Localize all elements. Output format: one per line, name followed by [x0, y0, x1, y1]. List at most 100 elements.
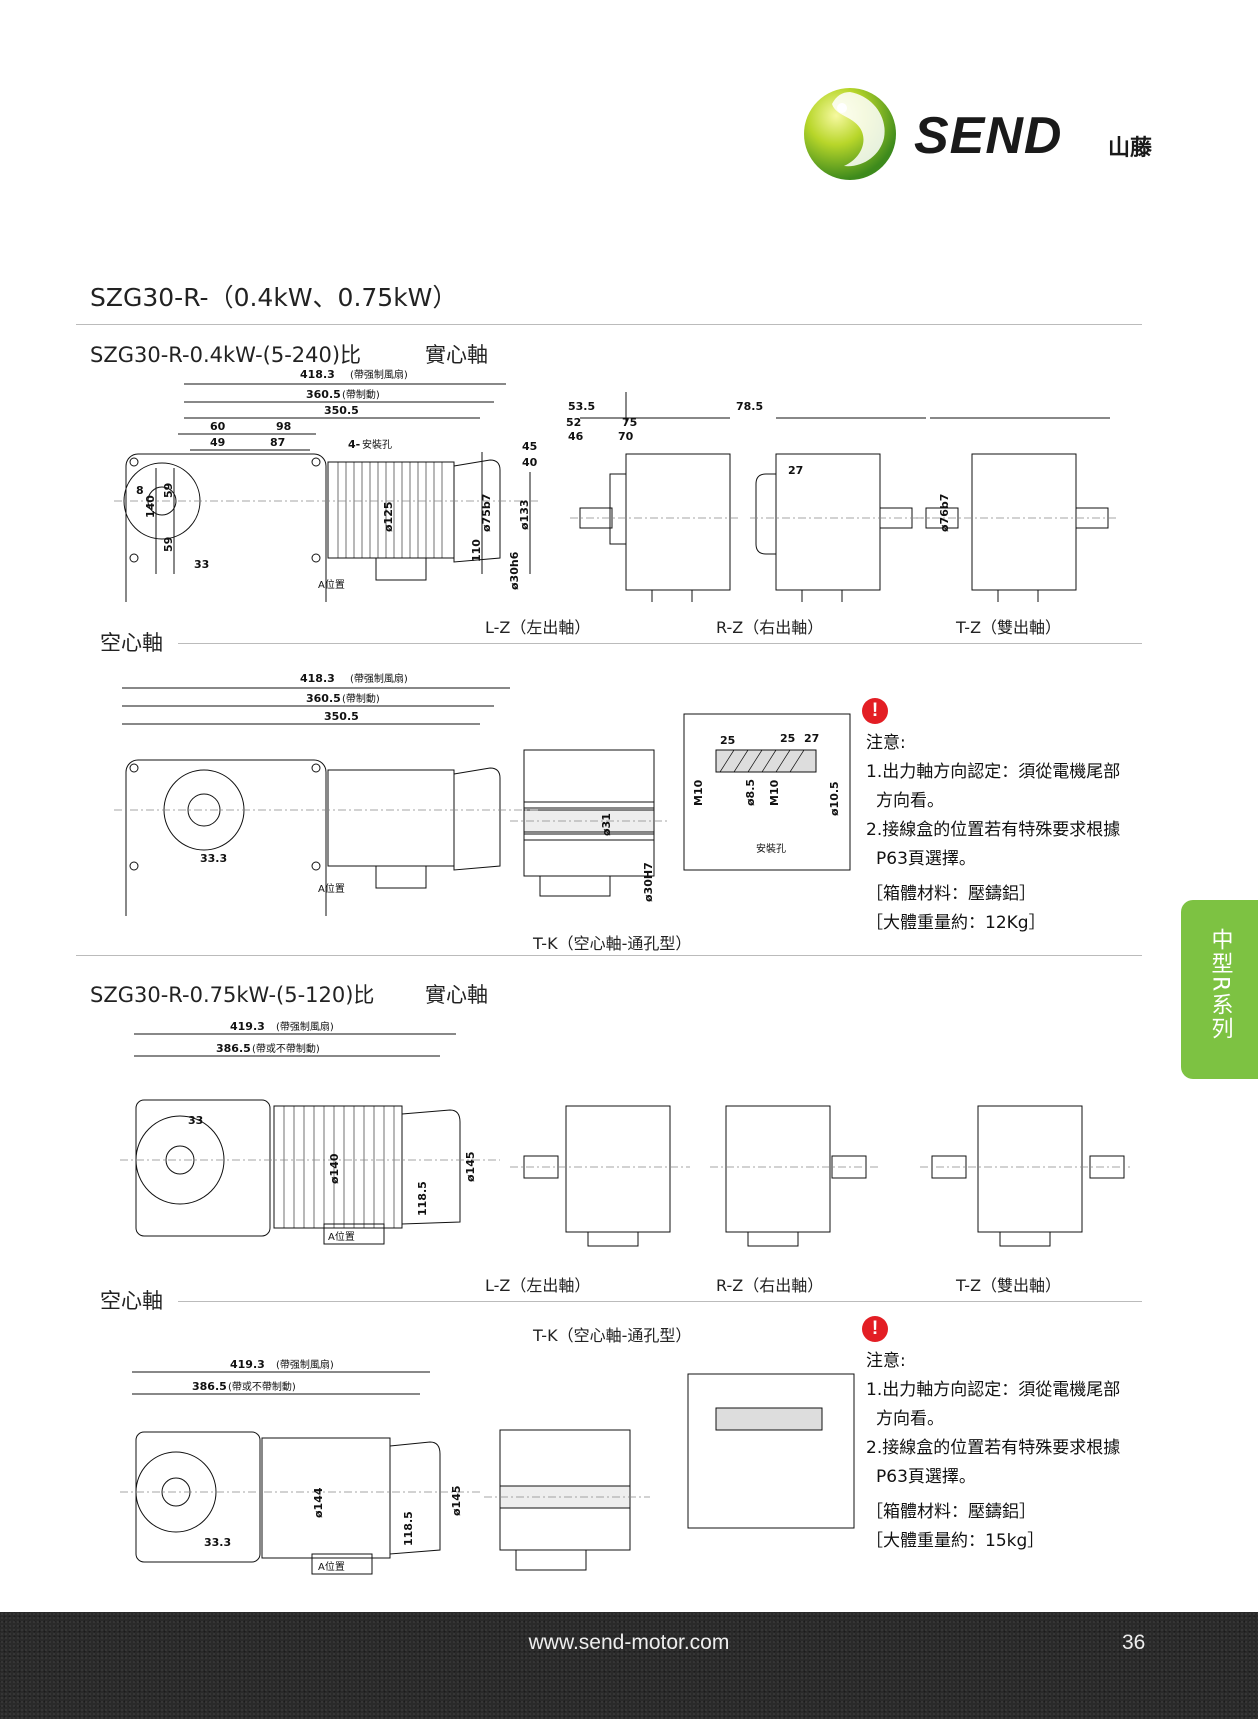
footer-url[interactable]: www.send-motor.com [528, 1631, 730, 1654]
section1-title: SZG30-R-0.4kW-(5-240)比 [90, 343, 362, 367]
h2-dim-total-brake: 386.5 [192, 1380, 227, 1393]
hole-dim-27: 27 [804, 732, 819, 745]
tz-gearbox [971, 453, 1077, 591]
hole-detail-label: 安裝孔 [756, 842, 786, 855]
note-title: 注意: [866, 733, 906, 753]
lz2-gearbox [565, 1105, 671, 1233]
m2-dim-33: 33 [188, 1114, 203, 1127]
m2-dim-total-fan: 419.3 [230, 1020, 265, 1033]
dim-holes: 4- [348, 438, 360, 451]
section1-solid-label: 實心軸 [425, 343, 488, 367]
hole-dim-25a: 25 [720, 734, 735, 747]
hole-dim-m10b: M10 [768, 779, 781, 806]
h2-dim-total-brake-note: (帶或不帶制動) [228, 1380, 296, 1393]
hollow-dim-total-brake-note: (帶制動) [342, 692, 380, 705]
side-tab[interactable]: 中型R系列 [1181, 900, 1258, 1079]
hole-dim-m10a: M10 [692, 779, 705, 806]
section2-solid-drawings: 419.3 (帶强制風扇) 386.5 (帶或不帶制動) 33 ø140 118… [120, 1020, 1130, 1247]
pos-a-label: A位置 [318, 578, 345, 591]
section2-rz-caption: R-Z（右出軸） [716, 1276, 824, 1295]
section1-rz-caption: R-Z（右出軸） [716, 618, 824, 637]
section1-notes: 注意: 1.出力軸方向認定：須從電機尾部 方向看。 2.接線盒的位置若有特殊要求… [866, 729, 1120, 938]
hollow2-motor-flange [135, 1431, 261, 1563]
section2-hollow-drawings: 419.3 (帶强制風扇) 386.5 (帶或不帶制動) 33.3 ø144 1… [120, 1358, 855, 1575]
title-divider [76, 324, 1142, 325]
dim-75: 75 [622, 416, 637, 429]
side-tab-label: 中型R系列 [1207, 928, 1233, 1042]
note2-line2b: P63頁選擇。 [876, 1467, 976, 1487]
dim-h59b: 59 [162, 537, 175, 552]
section2-tk-caption: T-K（空心軸-通孔型） [533, 1326, 692, 1345]
h2-dim-dia-motor: ø144 [312, 1487, 325, 1518]
dim-h110: 110 [470, 539, 483, 562]
section1-hollow-divider [178, 643, 1142, 644]
motor-flange-plate [125, 453, 327, 602]
dim-46: 46 [568, 430, 584, 443]
dim-45: 45 [522, 440, 537, 453]
note-line2: 2.接線盒的位置若有特殊要求根據 [866, 820, 1121, 840]
section1-hollow-label: 空心軸 [100, 631, 163, 655]
hole-dim-10-5: ø10.5 [828, 781, 841, 816]
note2-line2: 2.接線盒的位置若有特殊要求根據 [866, 1438, 1121, 1458]
m2-dim-total-fan-note: (帶强制風扇) [276, 1020, 334, 1033]
dim-dia-flange: ø133 [518, 499, 531, 530]
tk-dim-31: ø31 [600, 813, 613, 836]
hollow-dim-33-3: 33.3 [200, 852, 227, 865]
brand-logo [802, 86, 898, 182]
tz2-gearbox [977, 1105, 1083, 1233]
section2-hollow-divider [178, 1301, 1142, 1302]
dim-27: 27 [788, 464, 803, 477]
hole-detail-box [683, 713, 851, 871]
section1-tz-caption: T-Z（雙出軸） [956, 618, 1062, 637]
hollow2-motor-body [261, 1437, 391, 1559]
hole-dim-25b: 25 [780, 732, 795, 745]
note2-title: 注意: [866, 1351, 906, 1371]
dim-h140: 140 [144, 495, 157, 518]
m2-dim-118-5: 118.5 [416, 1181, 429, 1216]
h2-dim-33-3: 33.3 [204, 1536, 231, 1549]
hollow-dim-total: 350.5 [324, 710, 359, 723]
note-line1: 1.出力軸方向認定：須從電機尾部 [866, 762, 1121, 782]
h2-dim-dia-flange: ø145 [450, 1485, 463, 1516]
lz-gearbox [625, 453, 731, 591]
section2-solid-label: 實心軸 [425, 983, 488, 1007]
section2-tz-caption: T-Z（雙出軸） [956, 1276, 1062, 1295]
motor2-flange-plate [135, 1099, 271, 1237]
section2-hollow-label: 空心軸 [100, 1289, 163, 1313]
dim-total-brake-note: (帶制動) [342, 388, 380, 401]
section2-title: SZG30-R-0.75kW-(5-120)比 [90, 983, 375, 1007]
dim-d33: 33 [194, 558, 209, 571]
section1-solid-drawings: 418.3 (帶强制風扇) 360.5 (帶制動) 350.5 60 98 49… [114, 368, 1118, 602]
hollow-dim-total-fan-note: (帶强制風扇) [350, 672, 408, 685]
note2-weight: ［大體重量約：15kg］ [866, 1531, 1045, 1551]
dim-w49: 49 [210, 436, 225, 449]
dim-w60: 60 [210, 420, 226, 433]
dim-w87: 87 [270, 436, 285, 449]
dim-78-5: 78.5 [736, 400, 763, 413]
dim-w98: 98 [276, 420, 291, 433]
note-material: ［箱體材料：壓鑄鋁］ [866, 884, 1036, 904]
m2-dim-total-brake-note: (帶或不帶制動) [252, 1042, 320, 1055]
h2-dim-118-5: 118.5 [402, 1511, 415, 1546]
hollow-motor-flange [125, 759, 327, 916]
brand-cn-name: 山藤 [1108, 136, 1153, 161]
section1-hollow-drawings: 418.3 (帶强制風扇) 360.5 (帶制動) 350.5 33.3 A位置… [114, 672, 851, 916]
section2-notes: 注意: 1.出力軸方向認定：須從電機尾部 方向看。 2.接線盒的位置若有特殊要求… [866, 1347, 1120, 1556]
dim-total-fan-note: (帶强制風扇) [350, 368, 408, 381]
page-title: SZG30-R-（0.4kW、0.75kW） [90, 283, 458, 312]
section-divider [76, 955, 1142, 956]
dim-70: 70 [618, 430, 634, 443]
hollow-pos-a-label: A位置 [318, 882, 345, 895]
warning-icon-2: ! [862, 1316, 888, 1342]
dim-53-5: 53.5 [568, 400, 595, 413]
brand-name: SEND [914, 107, 1063, 165]
dim-30h6: ø30h6 [508, 551, 521, 590]
h2-pos-a-label: A位置 [318, 1560, 345, 1573]
dim-76b7: ø76b7 [938, 494, 951, 532]
tk-dim-30h7: ø30H7 [642, 862, 655, 902]
h2-dim-total-fan: 419.3 [230, 1358, 265, 1371]
hole-dim-8-5: ø8.5 [744, 779, 757, 806]
dim-total-brake: 360.5 [306, 388, 341, 401]
section1-lz-caption: L-Z（左出軸） [485, 618, 591, 637]
note2-line1: 1.出力軸方向認定：須從電機尾部 [866, 1380, 1121, 1400]
